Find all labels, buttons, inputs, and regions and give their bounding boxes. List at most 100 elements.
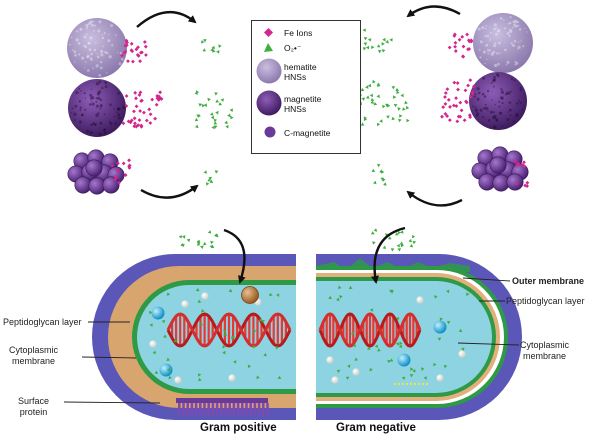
- sphere-speck: [95, 113, 99, 117]
- sphere-speck: [119, 51, 122, 54]
- superoxide-dot: [389, 289, 393, 293]
- superoxide-dot: [412, 369, 416, 373]
- superoxide-dot: [216, 50, 220, 54]
- fe-ion-dot: [523, 183, 528, 188]
- superoxide-dot: [214, 233, 218, 237]
- sphere-speck: [90, 88, 93, 90]
- superoxide-dot: [385, 39, 389, 44]
- leader-outer-membrane: [462, 277, 511, 282]
- fe-ion-dot: [134, 124, 139, 129]
- sphere-speck: [99, 66, 103, 70]
- sphere-speck: [512, 20, 516, 24]
- sphere-speck: [490, 52, 494, 56]
- superoxide-dot: [397, 248, 401, 252]
- sphere-speck: [81, 56, 85, 60]
- superoxide-dot: [412, 240, 417, 245]
- superoxide-dot: [182, 235, 186, 239]
- fe-ion-dot: [131, 59, 135, 64]
- sphere-speck: [83, 44, 87, 48]
- superoxide-dot: [197, 373, 202, 377]
- superoxide-dot: [275, 345, 279, 350]
- fe-ion-dot: [132, 124, 137, 129]
- superoxide-dot: [443, 364, 448, 369]
- sphere-speck: [94, 123, 97, 126]
- superoxide-dot: [391, 116, 395, 121]
- sphere-speck: [88, 48, 92, 52]
- superoxide-dot: [220, 98, 224, 102]
- fe-ion-dot: [471, 84, 476, 89]
- superoxide-dot: [397, 230, 402, 235]
- fe-ion-dot: [126, 59, 130, 64]
- sphere-speck: [89, 57, 93, 61]
- fe-ion-dot: [457, 37, 462, 42]
- fe-ion-dot: [129, 41, 134, 46]
- sphere-speck: [74, 53, 77, 57]
- c-magnetite-icon: [264, 126, 276, 138]
- fe-ion-dot: [463, 88, 468, 93]
- iron-ion-dots: [110, 32, 530, 188]
- superoxide-dot: [168, 375, 172, 380]
- sphere-speck: [509, 109, 512, 112]
- white-granule: [181, 300, 189, 308]
- sphere-speck: [86, 129, 90, 133]
- fe-ion-dot: [124, 43, 129, 48]
- sphere-speck: [101, 87, 104, 90]
- sphere-speck: [483, 107, 486, 110]
- sphere-speck: [79, 29, 82, 31]
- superoxide-dot: [181, 244, 185, 248]
- superoxide-dot: [253, 329, 257, 334]
- sphere-speck: [510, 42, 513, 45]
- fe-ion-dot: [468, 95, 473, 99]
- sphere-speck: [516, 48, 519, 50]
- fe-ion-dot: [159, 97, 164, 101]
- fe-ion-dot: [114, 175, 118, 179]
- superoxide-dot: [397, 107, 401, 111]
- superoxide-dot: [261, 320, 265, 324]
- sphere-speck: [78, 53, 81, 56]
- superoxide-dot: [370, 100, 374, 104]
- superoxide-dot: [196, 241, 201, 245]
- sphere-speck: [500, 90, 504, 94]
- superoxide-dot: [400, 230, 404, 234]
- sphere-speck: [493, 75, 496, 79]
- sphere-speck: [114, 34, 117, 37]
- cytoplasm: [137, 285, 296, 389]
- hematite-sphere-right: [473, 13, 533, 73]
- sphere-speck: [70, 36, 73, 39]
- sphere-speck: [486, 58, 488, 60]
- superoxide-dot: [367, 38, 372, 42]
- fe-ion-dot: [138, 109, 143, 113]
- sphere-speck: [109, 121, 112, 124]
- superoxide-dot: [380, 177, 385, 181]
- superoxide-dot: [223, 329, 227, 334]
- arrow-top-right: [406, 5, 461, 18]
- superoxide-dot: [423, 376, 427, 380]
- sphere-speck: [103, 128, 107, 131]
- superoxide-dot: [229, 108, 233, 113]
- fe-ion-dot: [525, 184, 529, 188]
- label-cytoplasmic-right: Cytoplasmic membrane: [520, 340, 570, 361]
- legend-hematite-label: hematite HNSs: [284, 62, 317, 82]
- sphere-speck: [117, 113, 120, 117]
- sphere-speck: [92, 29, 95, 32]
- surface-protein-tooth: [199, 403, 202, 415]
- superoxide-dot: [374, 344, 378, 349]
- sphere-speck: [99, 61, 103, 64]
- fe-ion-dot: [138, 59, 142, 64]
- fe-ion-dot: [452, 34, 457, 38]
- sphere-speck: [476, 97, 480, 101]
- fe-ion-dot: [466, 47, 470, 52]
- sphere-speck: [472, 105, 474, 108]
- sphere-speck: [78, 120, 82, 124]
- white-granule: [201, 292, 209, 300]
- sphere-speck: [97, 112, 100, 115]
- superoxide-dot: [365, 85, 369, 89]
- sphere-speck: [499, 111, 501, 114]
- nanoparticle-at-membrane: [241, 286, 259, 304]
- fe-ion-dot: [470, 89, 475, 94]
- fe-ion-dot: [115, 168, 120, 173]
- sphere-speck: [509, 108, 512, 111]
- sphere-speck: [116, 111, 118, 113]
- fe-ion-dot: [465, 32, 470, 37]
